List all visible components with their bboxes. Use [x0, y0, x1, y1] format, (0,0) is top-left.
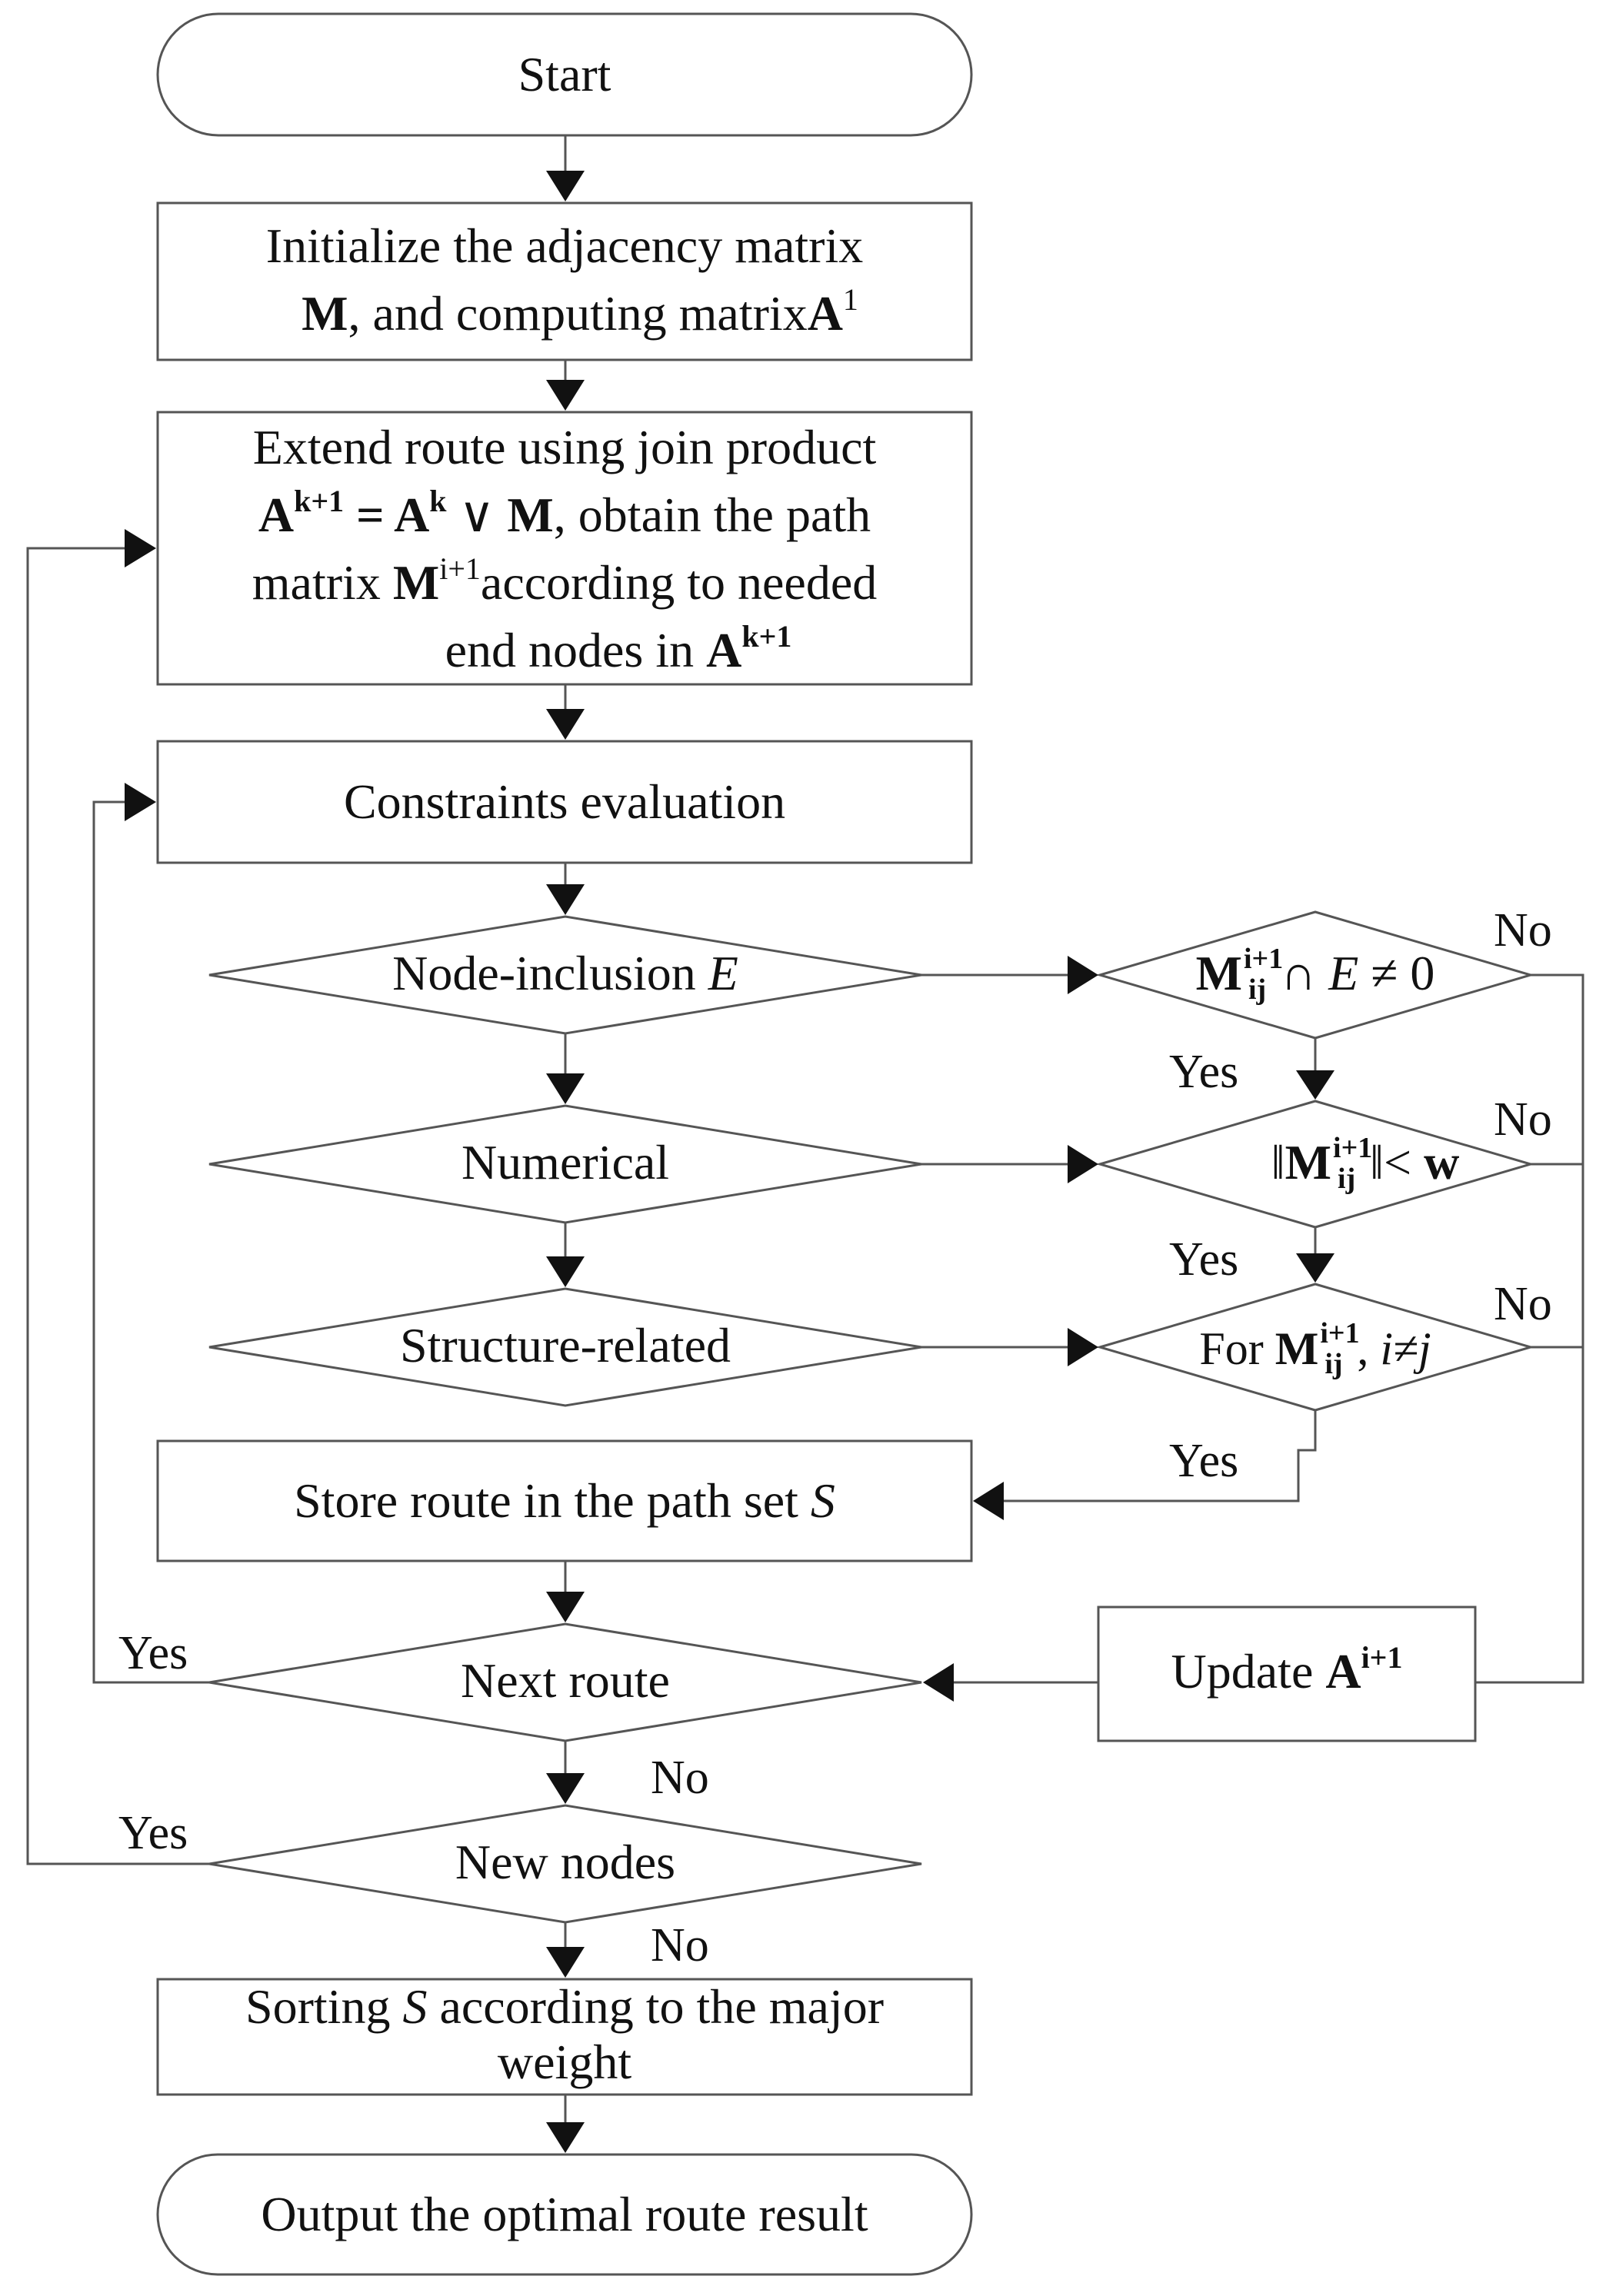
no-branch-connectors: [923, 973, 1584, 1702]
new-nodes-yes-label: Yes: [118, 1807, 188, 1859]
cond1-yes-label: Yes: [1169, 1046, 1239, 1098]
sorting-line-1: Sorting S according to the major: [245, 1979, 885, 2034]
extend-line-4: end nodes in Ak+1: [445, 619, 792, 678]
extend-line-3: matrix Mi+1according to needed: [252, 551, 878, 611]
cond2-no-label: No: [1494, 1093, 1552, 1146]
cond2-yes-label: Yes: [1169, 1233, 1239, 1286]
sorting-label: Sorting S according to the major weight: [158, 1979, 971, 2090]
sorting-box: [156, 1978, 973, 2096]
cond3-no-label: No: [1494, 1278, 1552, 1330]
sorting-line-2: weight: [497, 2035, 632, 2089]
store-box: [156, 1439, 973, 1562]
numerical-label: Numerical: [461, 1135, 670, 1190]
new-nodes-decision: [208, 1804, 922, 1924]
next-route-label: Next route: [461, 1653, 670, 1708]
constraints-label: Constraints evaluation: [343, 774, 786, 829]
main-flow-arrowheads: [546, 171, 585, 2153]
extend-line-1: Extend route using join product: [252, 420, 877, 474]
structure-label: Structure-related: [400, 1318, 731, 1373]
next-route-no-label: No: [651, 1752, 709, 1804]
extend-box: [156, 411, 973, 686]
init-box: [156, 201, 973, 361]
new-nodes-no-label: No: [651, 1919, 709, 1972]
extend-label: Extend route using join product Ak+1 = A…: [158, 414, 971, 684]
update-box: [1097, 1606, 1477, 1742]
cond1-no-label: No: [1494, 904, 1552, 957]
start-label: Start: [518, 47, 611, 101]
init-line-2: M, and computing matrixA1: [302, 282, 858, 341]
init-label: Initialize the adjacency matrix M, and c…: [158, 212, 971, 348]
condition-connectors: [921, 956, 1334, 1520]
store-label: Store route in the path set S: [294, 1473, 835, 1528]
constraints-box: [156, 740, 973, 864]
init-line-1: Initialize the adjacency matrix: [265, 218, 864, 273]
node-inclusion-label: Node-inclusion E: [392, 946, 738, 1000]
output-label: Output the optimal route result: [261, 2187, 868, 2241]
next-route-decision: [208, 1622, 922, 1742]
new-nodes-label: New nodes: [455, 1835, 676, 1889]
next-route-yes-label: Yes: [118, 1627, 188, 1679]
cond3-yes-label: Yes: [1169, 1435, 1239, 1487]
loop-connectors: [26, 529, 209, 1865]
update-label: Update Ai+1: [1171, 1640, 1403, 1699]
extend-line-2: Ak+1 = Ak ∨ M, obtain the path: [258, 484, 871, 543]
output-terminal: [156, 2153, 973, 2276]
